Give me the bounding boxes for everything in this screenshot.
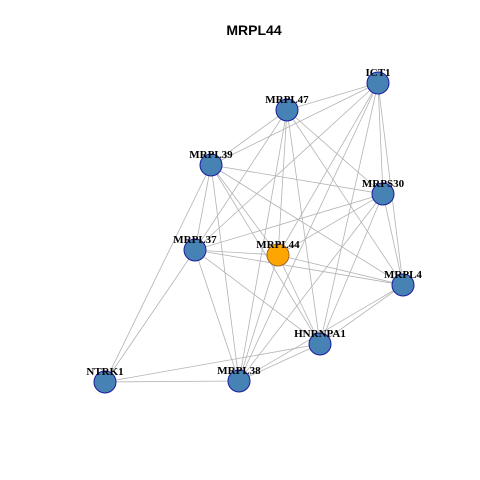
edge-mrpl44-hnrnpa1 [277, 254, 321, 345]
edge-mrpl37-mrpl44 [194, 249, 279, 256]
edge-mrps30-mrpl44 [277, 193, 384, 256]
edge-mrpl39-ntrk1 [104, 164, 212, 383]
edge-mrpl37-ntrk1 [104, 249, 196, 383]
node-label-ict1: ICT1 [365, 67, 390, 79]
edge-mrpl47-mrpl39 [210, 109, 288, 166]
edge-mrpl37-hnrnpa1 [194, 249, 321, 345]
edge-mrpl47-mrps30 [286, 109, 384, 195]
edge-ntrk1-mrpl38 [104, 380, 240, 383]
node-mrpl37 [183, 238, 207, 262]
node-label-ntrk1: NTRK1 [86, 366, 123, 378]
node-mrpl39 [199, 153, 223, 177]
edge-mrpl47-hnrnpa1 [286, 109, 321, 345]
node-label-mrpl39: MRPL39 [189, 149, 233, 161]
edge-ict1-mrps30 [377, 82, 384, 195]
node-label-mrpl44: MRPL44 [256, 239, 300, 251]
node-label-mrpl4: MRPL4 [384, 269, 422, 281]
node-mrpl44 [266, 243, 290, 267]
nodes-layer [93, 71, 415, 394]
edge-mrpl47-mrpl4 [286, 109, 404, 286]
node-hnrnpa1 [308, 332, 332, 356]
edge-mrpl39-mrpl37 [194, 164, 212, 251]
node-mrps30 [371, 182, 395, 206]
edge-mrpl39-mrpl44 [210, 164, 279, 256]
node-mrpl4 [391, 273, 415, 297]
edge-mrpl47-mrpl38 [238, 109, 288, 382]
edge-mrpl37-mrpl4 [194, 249, 404, 286]
edge-hnrnpa1-ntrk1 [104, 343, 321, 383]
node-label-hnrnpa1: HNRNPA1 [294, 328, 346, 340]
edge-ict1-mrpl39 [210, 82, 379, 166]
node-label-mrpl47: MRPL47 [265, 94, 309, 106]
edge-mrpl47-mrpl37 [194, 109, 288, 251]
edges-layer [104, 82, 404, 383]
edge-mrpl4-hnrnpa1 [319, 284, 404, 345]
node-label-mrpl38: MRPL38 [217, 365, 261, 377]
edge-mrps30-mrpl37 [194, 193, 384, 251]
node-mrpl47 [275, 98, 299, 122]
edge-mrpl47-mrpl44 [277, 109, 288, 256]
edge-ict1-mrpl37 [194, 82, 379, 251]
node-ict1 [366, 71, 390, 95]
edge-mrps30-mrpl38 [238, 193, 384, 382]
edge-mrps30-mrpl4 [382, 193, 404, 286]
edge-ict1-mrpl4 [377, 82, 404, 286]
node-label-mrpl37: MRPL37 [173, 234, 217, 246]
edge-mrpl44-mrpl38 [238, 254, 279, 382]
edge-ict1-mrpl44 [277, 82, 379, 256]
node-label-mrps30: MRPS30 [362, 178, 405, 190]
edge-hnrnpa1-mrpl38 [238, 343, 321, 382]
edge-mrpl44-mrpl4 [277, 254, 404, 286]
node-mrpl38 [227, 369, 251, 393]
node-ntrk1 [93, 370, 117, 394]
edge-mrps30-hnrnpa1 [319, 193, 384, 345]
edge-ict1-mrpl47 [286, 82, 379, 111]
edge-mrpl37-mrpl38 [194, 249, 240, 382]
edge-ict1-mrpl38 [238, 82, 379, 382]
graph-title: MRPL44 [226, 22, 281, 38]
edge-mrpl39-mrps30 [210, 164, 384, 195]
edge-mrpl39-mrpl4 [210, 164, 404, 286]
